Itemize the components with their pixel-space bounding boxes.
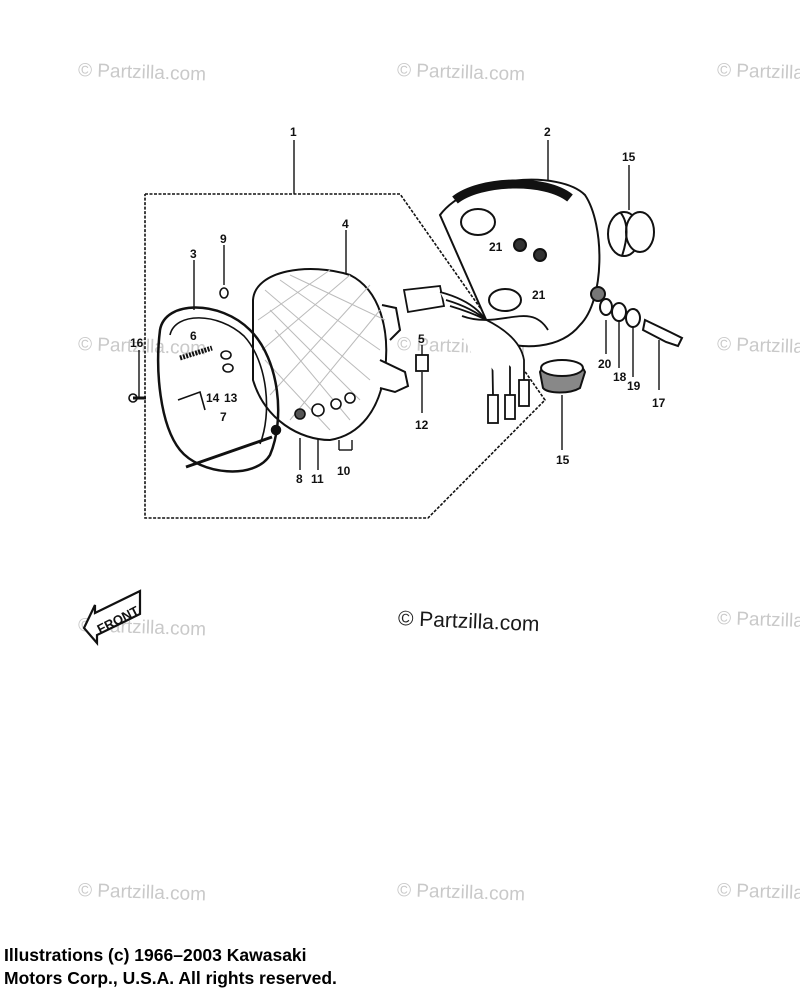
headlight-rim: [156, 306, 282, 473]
headlight-housing: [438, 178, 606, 348]
callout-1: 1: [290, 125, 297, 139]
callout-12: 12: [415, 418, 429, 432]
bolt-and-washers: [599, 298, 684, 348]
callout-8: 8: [296, 472, 303, 486]
callout-11: 11: [311, 472, 324, 486]
callout-9: 9: [220, 232, 227, 246]
copyright-notice: Illustrations (c) 1966–2003 Kawasaki Mot…: [4, 944, 524, 990]
copyright-line-2: Motors Corp., U.S.A. All rights reserved…: [4, 968, 337, 988]
callout-3: 3: [190, 247, 197, 261]
callout-5: 5: [418, 332, 425, 346]
callout-16: 16: [130, 336, 144, 350]
callout-4: 4: [342, 217, 349, 231]
assembly-outline: [144, 193, 547, 519]
callout-2: 2: [544, 125, 551, 139]
callout-20: 20: [598, 357, 612, 371]
callout-21-bottom: 21: [532, 288, 546, 302]
callout-15-bottom: 15: [556, 453, 570, 467]
callout-10: 10: [337, 464, 351, 478]
front-arrow-icon: FRONT: [82, 589, 141, 646]
callout-14: 14: [206, 391, 220, 405]
copyright-line-1: Illustrations (c) 1966–2003 Kawasaki: [4, 945, 307, 965]
callout-21-top: 21: [489, 240, 503, 254]
callout-18: 18: [613, 370, 627, 384]
grommet-bottom: [538, 359, 587, 394]
small-hardware: [128, 287, 356, 469]
sealed-beam-unit: [252, 268, 410, 442]
grommet-top: [607, 211, 655, 257]
callout-13: 13: [224, 391, 238, 405]
wiring-harness: [402, 285, 549, 424]
callout-7: 7: [220, 410, 227, 424]
callout-6: 6: [190, 329, 197, 343]
callouts: 1 2 3 4 5 6 7 8 9 10 11 12 13 14 15 15 1…: [130, 125, 666, 486]
callout-15-top: 15: [622, 150, 636, 164]
callout-17: 17: [652, 396, 666, 410]
callout-19: 19: [627, 379, 641, 393]
